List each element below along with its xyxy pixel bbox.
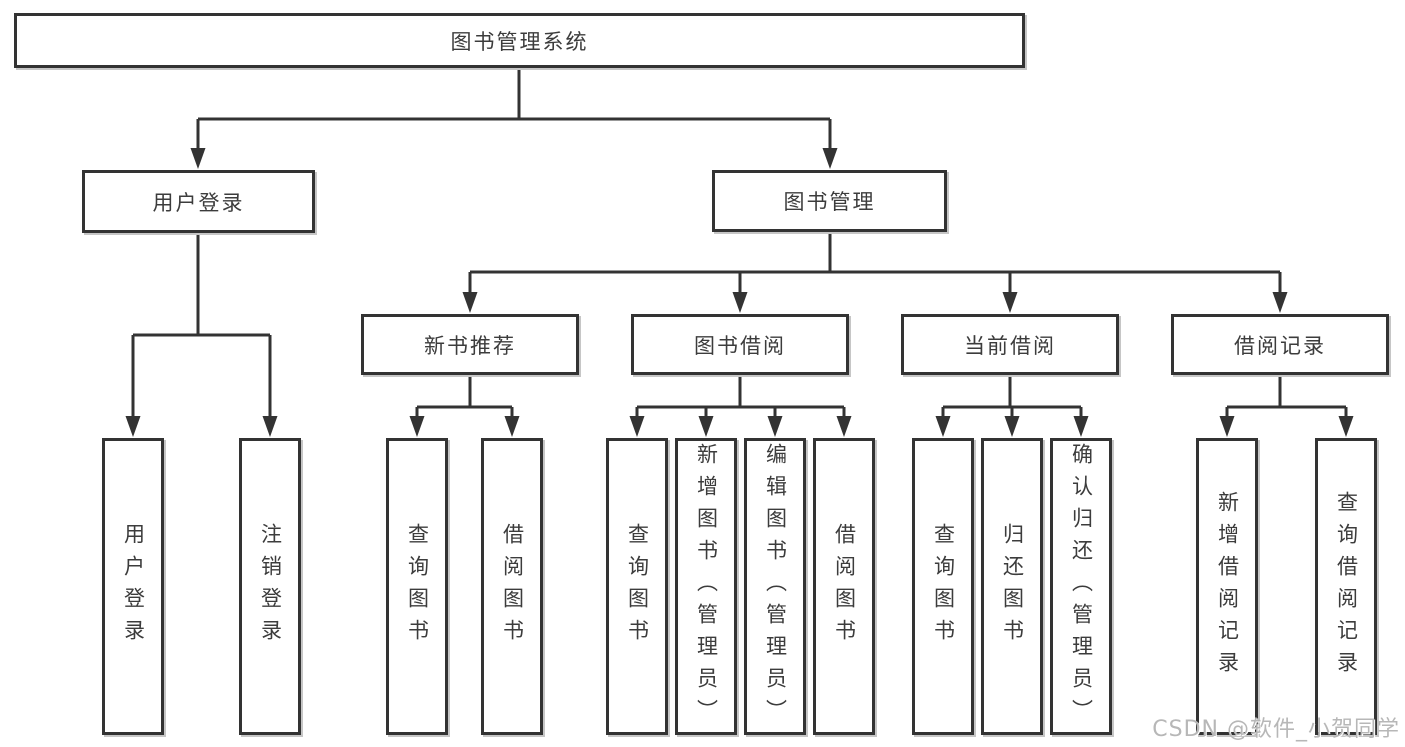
arrowhead-icon <box>1073 416 1089 437</box>
node-book-borrowing: 图书借阅 <box>631 314 849 375</box>
arrowhead-icon <box>732 292 748 313</box>
arrowhead-icon <box>125 416 141 437</box>
node-leaf-borrow-books: 借阅图书 <box>813 438 875 735</box>
node-leaf-add-books-admin: 新增图书（管理员） <box>675 438 737 735</box>
node-book-management: 图书管理 <box>712 170 947 232</box>
arrowhead-icon <box>462 292 478 313</box>
node-borrowing-records: 借阅记录 <box>1171 314 1389 375</box>
arrowhead-icon <box>629 416 645 437</box>
node-leaf-return-books: 归还图书 <box>981 438 1043 735</box>
arrowhead-icon <box>190 148 206 169</box>
arrowhead-icon <box>822 148 838 169</box>
node-leaf-query-books-current: 查询图书 <box>912 438 974 735</box>
arrowhead-icon <box>935 416 951 437</box>
node-leaf-query-books-borrowing: 查询图书 <box>606 438 668 735</box>
node-leaf-query-books-recommend: 查询图书 <box>386 438 448 735</box>
node-library-system: 图书管理系统 <box>14 13 1025 68</box>
node-new-book-recommend: 新书推荐 <box>361 314 579 375</box>
node-leaf-add-borrow-record: 新增借阅记录 <box>1196 438 1258 735</box>
arrowhead-icon <box>504 416 520 437</box>
node-leaf-confirm-return-admin: 确认归还（管理员） <box>1050 438 1112 735</box>
node-leaf-borrow-books-recommend: 借阅图书 <box>481 438 543 735</box>
node-leaf-logout: 注销登录 <box>239 438 301 735</box>
arrowhead-icon <box>836 416 852 437</box>
node-user-login: 用户登录 <box>82 170 315 233</box>
arrowhead-icon <box>1004 416 1020 437</box>
arrowhead-icon <box>409 416 425 437</box>
arrowhead-icon <box>262 416 278 437</box>
arrowhead-icon <box>1002 292 1018 313</box>
arrowhead-icon <box>1272 292 1288 313</box>
arrowhead-icon <box>1338 416 1354 437</box>
node-leaf-query-borrow-record: 查询借阅记录 <box>1315 438 1377 735</box>
arrowhead-icon <box>698 416 714 437</box>
arrowheads <box>125 148 1354 437</box>
node-leaf-user-login: 用户登录 <box>102 438 164 735</box>
connector-path <box>131 68 1348 420</box>
arrowhead-icon <box>767 416 783 437</box>
arrowhead-icon <box>1219 416 1235 437</box>
csdn-watermark: CSDN @软件_小贺同学 <box>1152 717 1400 742</box>
node-leaf-edit-books-admin: 编辑图书（管理员） <box>744 438 806 735</box>
node-current-borrowing: 当前借阅 <box>901 314 1119 375</box>
